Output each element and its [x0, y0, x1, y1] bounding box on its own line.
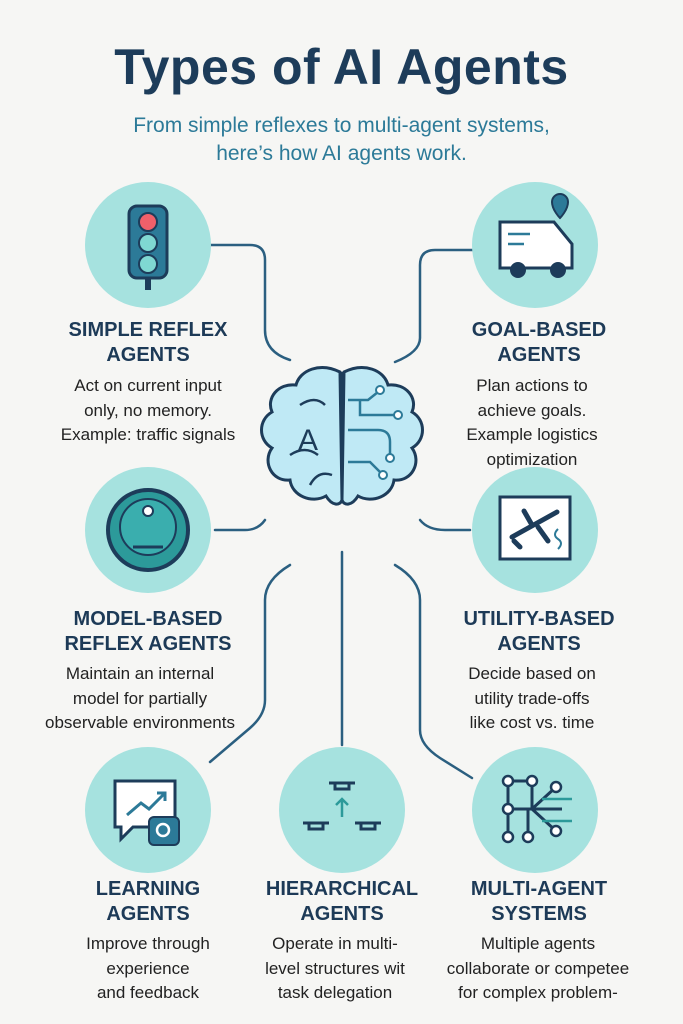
robot-vacuum-icon [106, 488, 190, 572]
model-based-circle [85, 467, 211, 593]
network-nodes-icon [501, 774, 572, 844]
goal-based-circle [472, 182, 598, 308]
subtitle-line-2: here’s how AI agents work. [216, 142, 467, 165]
drone-hierarchy-icon [303, 781, 381, 831]
simple-reflex-circle [85, 182, 211, 308]
page-title: Types of AI Agents [114, 39, 569, 95]
brain-icon [260, 366, 424, 506]
chat-chart-search-icon [113, 779, 180, 846]
delivery-van-icon [498, 193, 574, 278]
subtitle-line-1: From simple reflexes to multi-agent syst… [133, 114, 550, 137]
learning-circle [85, 747, 211, 873]
airplane-map-icon [498, 495, 572, 561]
multi-agent-circle [472, 747, 598, 873]
utility-based-circle [472, 467, 598, 593]
brain-letter: A [297, 424, 318, 457]
traffic-light-icon [127, 204, 169, 290]
hierarchical-circle [279, 747, 405, 873]
